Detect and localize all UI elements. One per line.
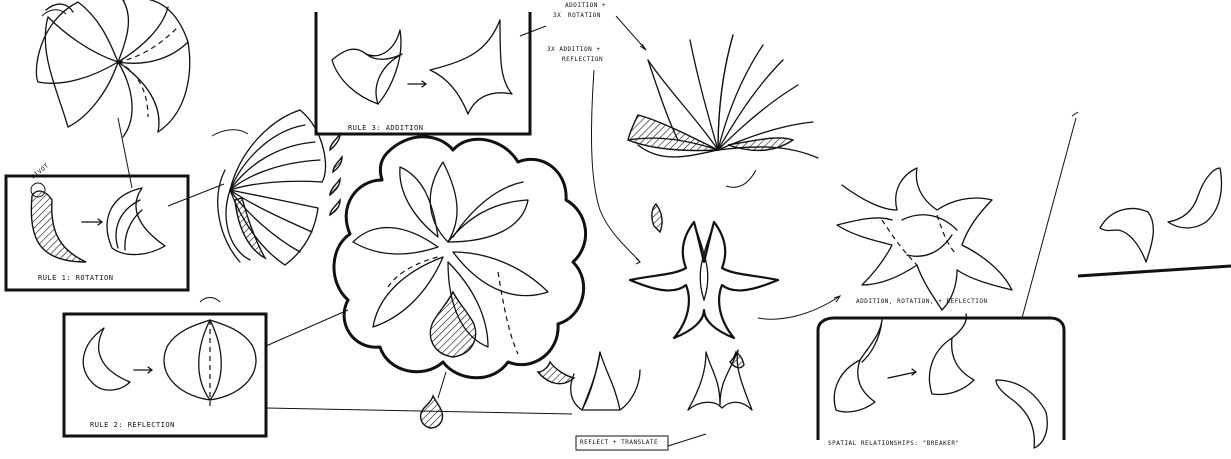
spatial-box (818, 314, 1064, 448)
rule3-label: RULE 3: ADDITION (348, 124, 423, 132)
reflect-translate-sketch (538, 350, 752, 450)
small-flame-marks (330, 134, 342, 215)
reflection-star (630, 222, 778, 338)
rule3-box (316, 12, 546, 134)
rule1-box (6, 118, 188, 290)
rule2-box (64, 298, 266, 437)
top-note-2b: REFLECTION (562, 56, 603, 63)
top-note-2a: 3x ADDITION + (547, 46, 600, 53)
reflect-translate-label: REFLECT + TRANSLATE (580, 439, 658, 446)
rotation-fan (218, 110, 326, 265)
top-note-1a: ADDITION + (565, 2, 606, 9)
top-note-1c: 3x (553, 12, 561, 19)
top-note-1b: ROTATION (568, 12, 601, 19)
scalloped-flower (334, 137, 586, 378)
double-star (837, 168, 1012, 310)
addition-rotation-fan (628, 35, 818, 187)
rule2-label: RULE 2: REFLECTION (90, 421, 175, 429)
rule1-label: RULE 1: ROTATION (38, 274, 113, 282)
addition-rotation-reflection-label: ADDITION, ROTATION, + REFLECTION (856, 298, 988, 305)
pinwheel-sketch (36, 0, 189, 137)
spatial-relationships-label: SPATIAL RELATIONSHIPS: "BREAKER" (828, 440, 960, 447)
far-right-sketch (1078, 168, 1231, 276)
